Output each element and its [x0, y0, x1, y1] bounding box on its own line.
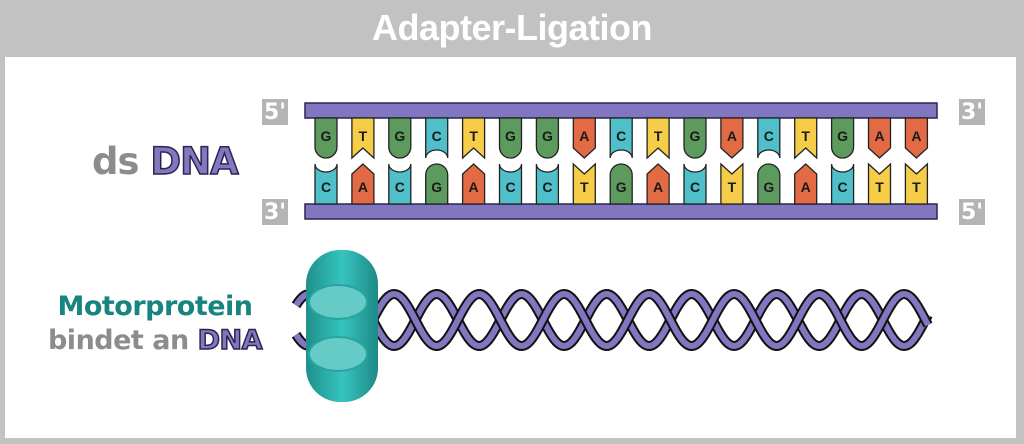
- base-bottom-C: [388, 163, 412, 205]
- base-top-letter: T: [469, 128, 478, 144]
- end-label-bottom-right: 5': [959, 199, 985, 225]
- base-top-letter: G: [542, 128, 553, 144]
- base-top-C: [609, 117, 633, 159]
- base-bottom-letter: C: [838, 179, 848, 195]
- base-top-T: [794, 117, 818, 160]
- base-top-letter: A: [579, 128, 589, 144]
- motor-line2-prefix: bindet an: [47, 325, 189, 356]
- base-top-A: [720, 117, 744, 159]
- base-bottom-letter: A: [653, 179, 663, 195]
- base-bottom-letter: G: [616, 179, 627, 195]
- base-top-C: [425, 117, 449, 159]
- base-bottom-A: [794, 163, 818, 205]
- base-top-letter: C: [432, 128, 442, 144]
- base-top-letter: C: [616, 128, 626, 144]
- diagram-title: Adapter-Ligation: [372, 7, 652, 48]
- base-bottom-letter: A: [801, 179, 811, 195]
- base-bottom-A: [351, 163, 375, 205]
- base-bottom-A: [646, 163, 670, 205]
- base-bottom-C: [535, 163, 560, 205]
- base-top-letter: T: [359, 128, 368, 144]
- base-top-letter: G: [394, 128, 405, 144]
- motor-line2-dna: DNA: [197, 324, 263, 357]
- end-label-bottom-left: 3': [262, 199, 288, 225]
- base-bottom-letter: T: [728, 179, 737, 195]
- base-bottom-G: [609, 163, 633, 205]
- base-bottom-letter: C: [505, 179, 515, 195]
- base-top-letter: G: [505, 128, 516, 144]
- base-top-letter: G: [321, 128, 332, 144]
- base-bottom-A: [461, 163, 486, 205]
- base-bottom-letter: G: [763, 179, 774, 195]
- protein-bottom-pore: [308, 336, 368, 372]
- base-bottom-T: [572, 162, 596, 205]
- base-top-G: [498, 117, 523, 159]
- base-top-T: [461, 117, 486, 160]
- base-top-letter: T: [801, 128, 810, 144]
- protein-body: [306, 250, 378, 402]
- base-top-letter: C: [764, 128, 774, 144]
- base-bottom-letter: A: [469, 179, 479, 195]
- helix-strand-1: [293, 290, 931, 350]
- base-top-G: [535, 117, 560, 159]
- base-top-letter: T: [654, 128, 663, 144]
- base-top-letter: A: [874, 128, 884, 144]
- motor-line1: Motorprotein: [57, 291, 253, 322]
- base-bottom-C: [314, 163, 338, 205]
- base-top-T: [646, 117, 670, 160]
- base-bottom-C: [683, 163, 707, 205]
- end-label-top-left: 5': [262, 99, 288, 125]
- base-top-G: [683, 117, 707, 159]
- base-top-G: [314, 117, 338, 159]
- protein-top-pore: [308, 284, 368, 320]
- base-top-G: [830, 117, 855, 159]
- base-bottom-T: [720, 162, 744, 205]
- base-bottom-letter: C: [542, 179, 552, 195]
- base-top-letter: A: [727, 128, 737, 144]
- base-top-G: [388, 117, 412, 159]
- base-bottom-letter: T: [912, 179, 921, 195]
- dna-word: DNA: [150, 139, 240, 184]
- base-bottom-T: [904, 162, 929, 205]
- base-top-A: [572, 117, 596, 159]
- ds-prefix: ds: [92, 140, 140, 183]
- base-top-letter: A: [911, 128, 921, 144]
- base-bottom-letter: C: [690, 179, 700, 195]
- ds-dna-ladder: G C T A G C C G T A G C G C A T C G T A G C A T C G T A G C A T A T: [304, 102, 938, 220]
- base-top-letter: G: [837, 128, 848, 144]
- base-bottom-letter: C: [395, 179, 405, 195]
- base-bottom-G: [757, 163, 781, 205]
- base-top-letter: G: [690, 128, 701, 144]
- motor-protein: [306, 250, 378, 402]
- base-bottom-letter: A: [358, 179, 368, 195]
- base-bottom-letter: G: [431, 179, 442, 195]
- base-bottom-C: [830, 163, 855, 205]
- base-top-A: [867, 117, 892, 159]
- dna-double-helix: [291, 288, 933, 352]
- base-bottom-G: [425, 163, 449, 205]
- end-label-top-right: 3': [959, 99, 985, 125]
- base-bottom-T: [867, 162, 892, 205]
- base-bottom-letter: T: [875, 179, 884, 195]
- helix-strand-2: [293, 290, 931, 350]
- base-bottom-letter: C: [321, 179, 331, 195]
- ds-dna-label: ds DNA: [92, 139, 240, 184]
- base-top-C: [757, 117, 781, 159]
- base-top-T: [351, 117, 375, 160]
- base-bottom-letter: T: [580, 179, 589, 195]
- backbone-bottom: [304, 203, 938, 220]
- motor-protein-label: Motorprotein bindet an DNA: [40, 290, 270, 358]
- base-bottom-C: [498, 163, 523, 205]
- backbone-top: [304, 102, 938, 119]
- base-top-A: [904, 117, 929, 159]
